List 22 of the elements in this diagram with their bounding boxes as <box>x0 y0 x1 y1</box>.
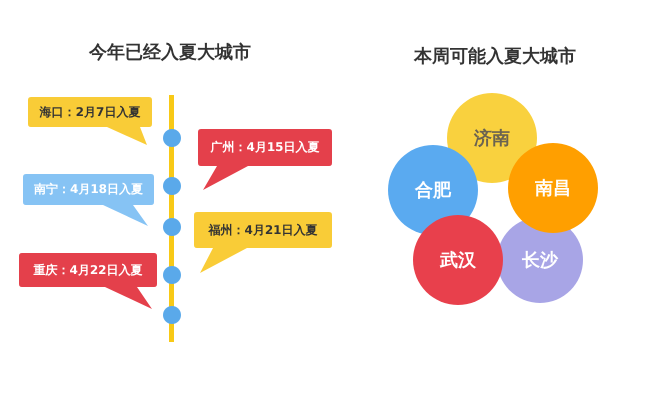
callout-text: 广州：4月15日入夏 <box>209 139 321 156</box>
section-heading: 本周可能入夏大城市 <box>412 45 577 68</box>
city-name: 长沙 <box>522 249 558 272</box>
timeline-dot <box>162 129 180 147</box>
city-name: 南昌 <box>535 177 571 200</box>
timeline-dot <box>162 306 180 324</box>
section-heading: 今年已经入夏大城市 <box>88 41 252 64</box>
speech-bubble <box>23 174 154 226</box>
city-name: 济南 <box>474 127 510 150</box>
speech-bubble <box>198 129 332 190</box>
city-name: 武汉 <box>440 249 476 272</box>
callout-text: 重庆：4月22日入夏 <box>32 262 144 278</box>
callout-text: 福州：4月21日入夏 <box>207 222 319 238</box>
timeline-dot <box>162 177 180 195</box>
timeline-dot <box>162 218 180 236</box>
timeline-dot <box>162 266 180 284</box>
speech-bubble <box>28 97 152 145</box>
callout-text: 南宁：4月18日入夏 <box>32 181 144 198</box>
speech-bubble <box>194 212 332 273</box>
callout-text: 海口：2月7日入夏 <box>38 104 142 120</box>
speech-bubble <box>19 253 157 309</box>
city-name: 合肥 <box>415 179 451 202</box>
